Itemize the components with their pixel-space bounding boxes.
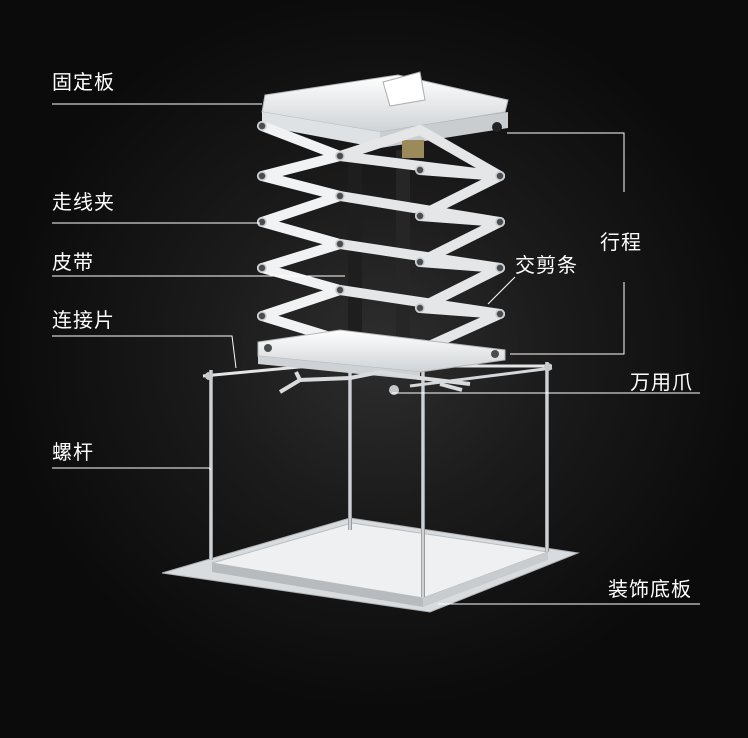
label-mounting-plate: 固定板 (52, 70, 115, 94)
base-plate (161, 517, 580, 613)
screw-rods (209, 362, 549, 597)
label-wire-clip: 走线夹 (52, 190, 115, 214)
leader-lines (52, 103, 700, 605)
scissor-arms-left (257, 121, 345, 345)
scissor-arms-right (335, 125, 505, 355)
label-decorative-base-plate: 装饰底板 (608, 577, 692, 601)
top-mounting-plate (261, 71, 509, 148)
label-scissor-arm: 交剪条 (515, 253, 578, 277)
label-belt: 皮带 (52, 250, 94, 274)
label-travel: 行程 (600, 230, 642, 254)
pivot-bolts (257, 121, 505, 321)
label-universal-claw: 万用爪 (630, 370, 693, 394)
label-screw-rod: 螺杆 (52, 440, 94, 464)
label-connector-piece: 连接片 (52, 308, 115, 332)
